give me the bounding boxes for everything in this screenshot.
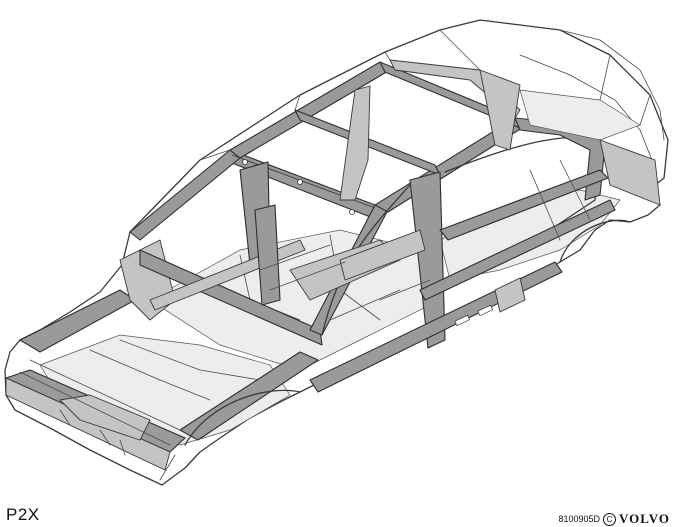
model-label: P2X (6, 505, 40, 524)
figure-credit: 8100905D C VOLVO (558, 511, 670, 527)
detail-lines (19, 29, 651, 456)
brand-logo: VOLVO (619, 511, 670, 526)
centre-structure (254, 204, 431, 321)
reference-code: 8100905D (558, 514, 601, 524)
copyright-icon: C (603, 512, 617, 526)
rear-structure (419, 89, 661, 313)
front-structure (5, 239, 323, 481)
